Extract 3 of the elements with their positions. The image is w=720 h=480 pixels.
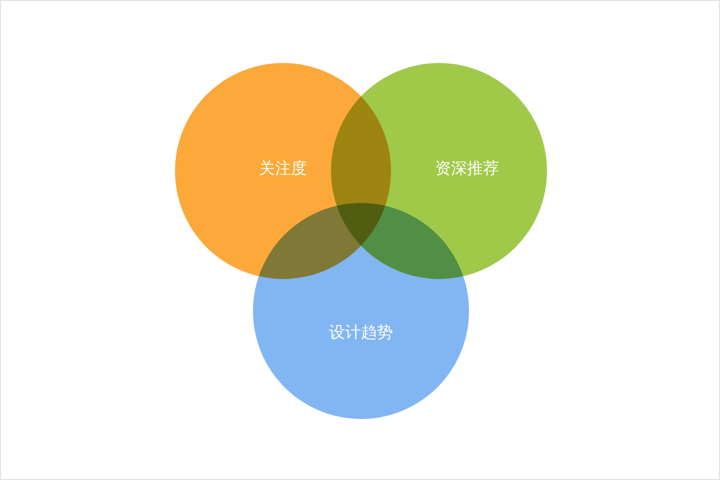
circle-label: 资深推荐	[435, 158, 499, 180]
circle-label: 关注度	[259, 158, 307, 180]
circle-label: 设计趋势	[329, 322, 393, 344]
